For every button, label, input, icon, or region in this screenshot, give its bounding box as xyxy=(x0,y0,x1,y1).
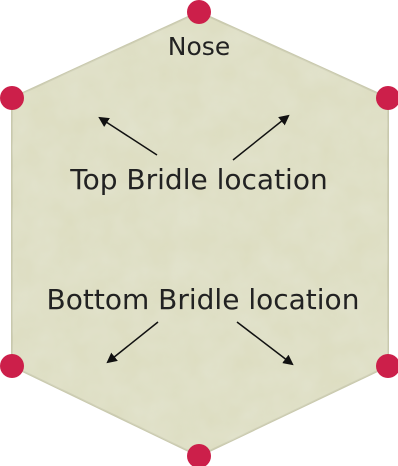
corner-marker-icon xyxy=(0,354,24,378)
corner-marker-icon xyxy=(187,0,211,24)
kite-texture xyxy=(12,12,388,456)
top-bridle-label: Top Bridle location xyxy=(70,166,327,194)
nose-label: Nose xyxy=(168,34,230,59)
bottom-bridle-label: Bottom Bridle location xyxy=(47,286,360,314)
corner-marker-icon xyxy=(0,86,24,110)
